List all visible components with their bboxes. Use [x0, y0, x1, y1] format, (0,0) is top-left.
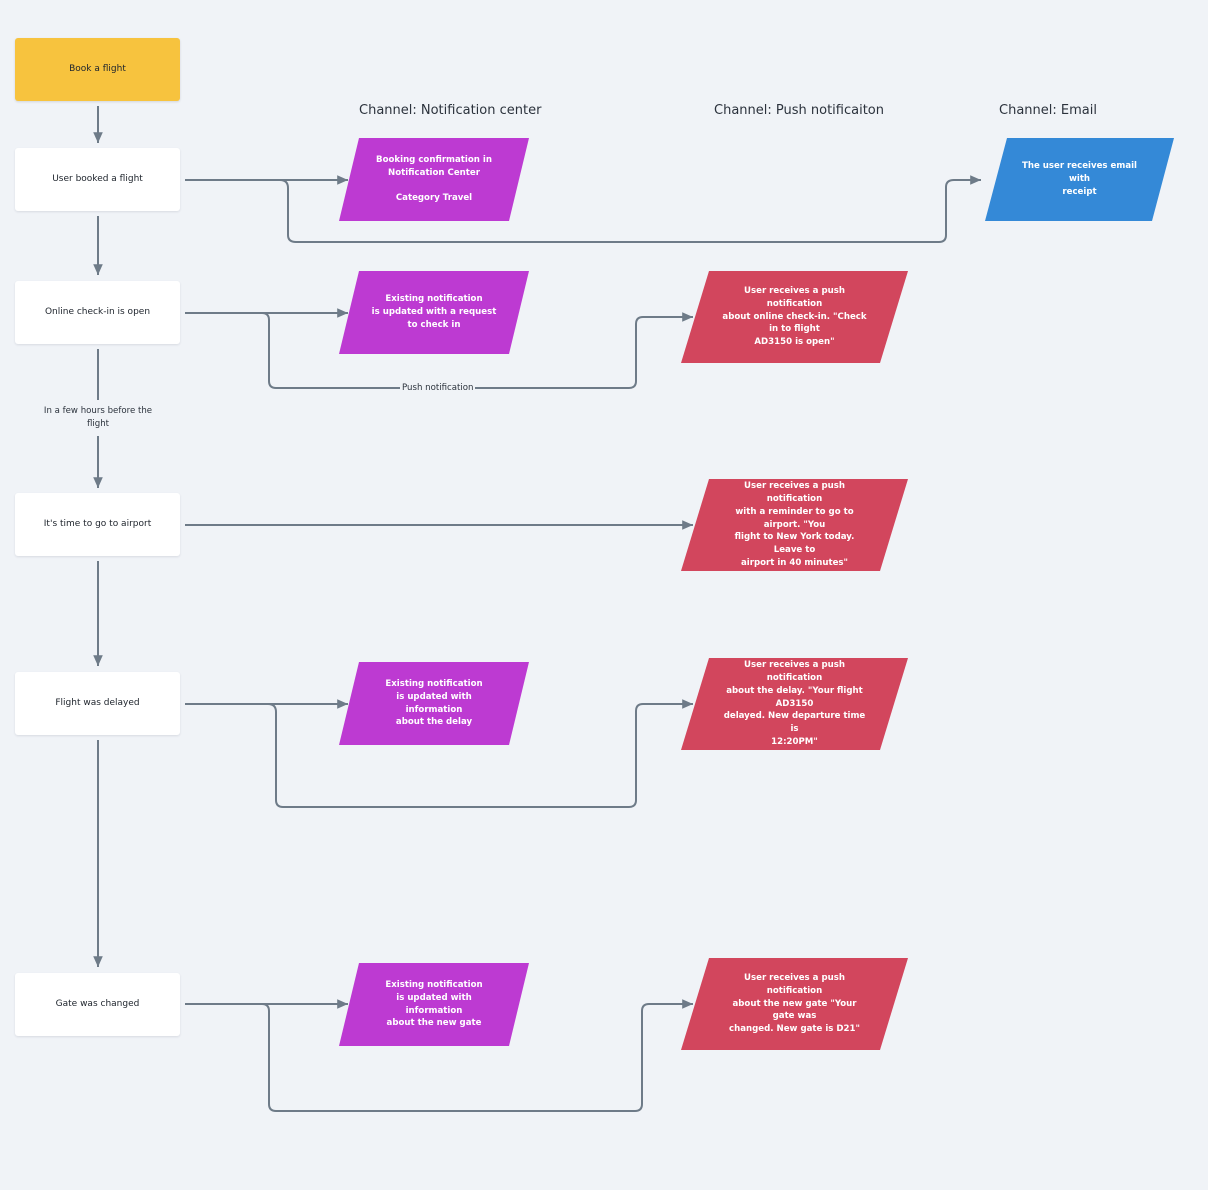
edge-label-few-hours: In a few hours before the flight — [40, 405, 156, 430]
nc-delay-update[interactable]: Existing notification is updated with in… — [339, 662, 529, 745]
push-delay[interactable]: User receives a push notification about … — [681, 658, 908, 750]
step-user-booked[interactable]: User booked a flight — [15, 148, 180, 211]
nc-checkin-text: Existing notification is updated with a … — [371, 294, 497, 330]
push-checkin-text: User receives a push notification about … — [722, 286, 867, 348]
nc-checkin-update[interactable]: Existing notification is updated with a … — [339, 271, 529, 354]
header-push-notification: Channel: Push notificaiton — [714, 103, 884, 118]
step-go-to-airport[interactable]: It's time to go to airport — [15, 493, 180, 556]
email-receipt-text: The user receives email with receipt — [1021, 161, 1138, 197]
push-gate[interactable]: User receives a push notification about … — [681, 958, 908, 1050]
push-gate-text: User receives a push notification about … — [729, 973, 860, 1035]
push-airport-reminder[interactable]: User receives a push notification with a… — [681, 479, 908, 571]
edge-booked-to-email — [185, 175, 981, 243]
step-gate-changed[interactable]: Gate was changed — [15, 973, 180, 1036]
nc-delay-text: Existing notification is updated with in… — [385, 678, 483, 728]
nc-gate-text: Existing notification is updated with in… — [385, 979, 483, 1029]
header-notification-center: Channel: Notification center — [359, 103, 542, 118]
step-book-flight[interactable]: Book a flight — [15, 38, 180, 101]
push-checkin[interactable]: User receives a push notification about … — [681, 271, 908, 363]
header-email: Channel: Email — [999, 103, 1097, 118]
edge-label-push-notification: Push notification — [400, 382, 476, 395]
email-receipt[interactable]: The user receives email with receipt — [985, 138, 1174, 221]
push-delay-text: User receives a push notification about … — [723, 660, 866, 747]
step-flight-delayed[interactable]: Flight was delayed — [15, 672, 180, 735]
step-checkin-open[interactable]: Online check-in is open — [15, 281, 180, 344]
nc-gate-update[interactable]: Existing notification is updated with in… — [339, 963, 529, 1046]
nc-booking-text: Booking confirmation in Notification Cen… — [376, 154, 492, 204]
nc-booking-confirmation[interactable]: Booking confirmation in Notification Cen… — [339, 138, 529, 221]
push-airport-text: User receives a push notification with a… — [734, 481, 855, 568]
